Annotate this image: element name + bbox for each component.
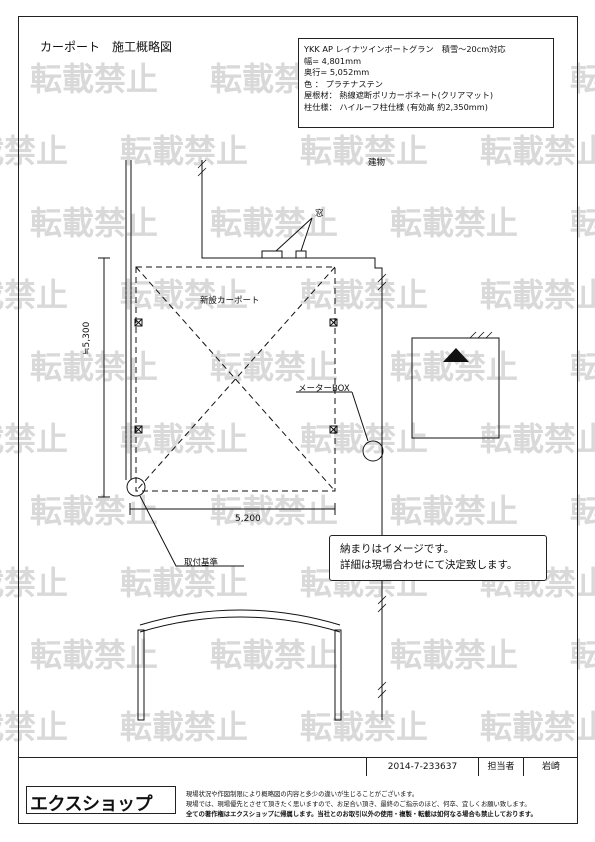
spec-line-width: 幅= 4,801mm bbox=[304, 55, 362, 66]
elevation-post bbox=[334, 629, 342, 721]
person-label: 担当者 bbox=[478, 757, 523, 776]
note-box: 納まりはイメージです。 詳細は現場合わせにて決定致します。 bbox=[329, 535, 547, 581]
disclaimer-line: 全ての著作権はエクスショップに帰属します。当社とのお取引以外の使用・複製・転載は… bbox=[186, 811, 537, 818]
elevation-post bbox=[137, 629, 145, 721]
spec-line-color: 色 ： プラチナステン bbox=[304, 78, 383, 89]
spec-line-product: YKK AP レイナツインポートグラン 積雪～20cm対応 bbox=[304, 44, 506, 54]
roof-arc bbox=[139, 616, 341, 633]
document-title: カーポート 施工概略図 bbox=[40, 40, 173, 54]
disclaimer: 現場状況や作図制限により概略図の内容と多少の違いが生じることがございます。 現場… bbox=[186, 790, 571, 820]
footer-blank-cell bbox=[18, 757, 366, 776]
spec-line-roof: 屋根材： 熱線遮断ポリカーボネート(クリアマット) bbox=[304, 90, 494, 101]
post-markers bbox=[134, 318, 338, 434]
footer: 2014-7-233637 担当者 岩崎 bbox=[18, 757, 578, 824]
carport-label: 新設カーポート bbox=[200, 296, 260, 306]
mount-leader bbox=[139, 495, 244, 567]
drawing-frame bbox=[18, 16, 578, 824]
person-name: 岩崎 bbox=[523, 757, 578, 776]
window-leader bbox=[275, 217, 313, 252]
logo: エクスショップ bbox=[30, 794, 152, 815]
depth-dimension-value: ≒5,300 bbox=[82, 321, 92, 355]
window-label: 窓 bbox=[315, 209, 324, 219]
neighbor-unit bbox=[411, 337, 500, 439]
hatch-building bbox=[197, 159, 387, 699]
logo-frame bbox=[26, 786, 176, 814]
building-label: 建物 bbox=[368, 158, 386, 168]
window-mark bbox=[261, 250, 283, 259]
spec-line-post: 柱仕様： ハイルーフ柱仕様 (有効高 約2,350mm) bbox=[304, 101, 488, 112]
note-line: 詳細は現場合わせにて決定致します。 bbox=[340, 559, 518, 571]
window-leader bbox=[300, 217, 313, 252]
mount-reference-label: 取付基準 bbox=[184, 558, 219, 568]
doc-number: 2014-7-233637 bbox=[366, 757, 478, 776]
note-line: 納まりはイメージです。 bbox=[340, 543, 455, 555]
disclaimer-line: 現場では、現場優先とさせて頂きたく思いますので、お足合い頂き、最終のご指示のほど… bbox=[186, 801, 531, 808]
meter-box-circle bbox=[362, 440, 384, 462]
roof-arc bbox=[139, 609, 341, 626]
meter-leader bbox=[351, 391, 369, 442]
window-mark bbox=[295, 250, 307, 259]
meter-box-label: メーターBOX bbox=[298, 384, 350, 394]
carport-outline bbox=[135, 266, 336, 492]
spec-box: YKK AP レイナツインポートグラン 積雪～20cm対応 幅= 4,801mm… bbox=[298, 38, 554, 128]
building-outline bbox=[201, 160, 383, 720]
spec-line-depth: 奥行= 5,052mm bbox=[304, 67, 370, 78]
disclaimer-line: 現場状況や作図制限により概略図の内容と多少の違いが生じることがございます。 bbox=[186, 791, 419, 798]
mount-reference-circle bbox=[126, 477, 146, 497]
width-dimension-value: 5,200 bbox=[235, 514, 261, 524]
triangle-icon bbox=[443, 348, 469, 362]
